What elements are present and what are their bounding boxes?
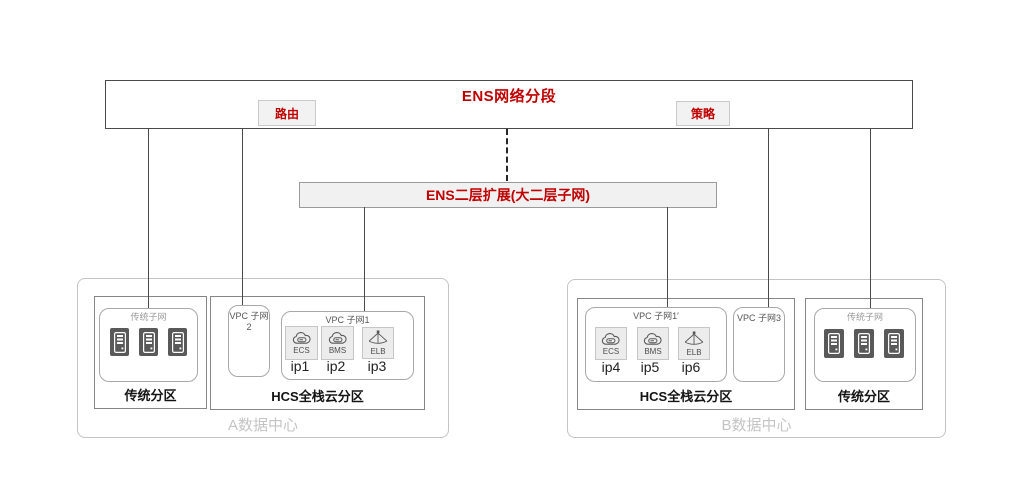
bms-tile-label: BMS bbox=[644, 346, 662, 356]
elb-node-tile: ELB bbox=[362, 327, 394, 359]
vpc-subnet-1-label: VPC 子网1 bbox=[325, 315, 370, 325]
connector-segment-to-l2-extension-dashed bbox=[506, 129, 508, 181]
hcs-partition-b-label: HCS全栈云分区 bbox=[639, 389, 733, 404]
ip-label: ip6 bbox=[681, 359, 701, 375]
bms-node-tile: BMS bbox=[321, 326, 354, 360]
load-balancer-icon bbox=[368, 330, 388, 344]
elb-tile-label: ELB bbox=[686, 347, 702, 357]
server-icon bbox=[884, 329, 904, 358]
elb-node-tile: ELB bbox=[678, 327, 710, 360]
bms-node-tile: BMS bbox=[637, 327, 669, 360]
connector-segment-to-trad-subnet-a bbox=[148, 128, 149, 308]
traditional-subnet-a: 传统子网 bbox=[99, 308, 198, 382]
traditional-partition-a-label: 传统分区 bbox=[124, 388, 177, 403]
cloud-server-icon bbox=[328, 332, 347, 344]
connector-l2-to-vpc-subnet-1 bbox=[364, 207, 365, 311]
ens-l2-extension-box: ENS二层扩展(大二层子网) bbox=[299, 182, 717, 208]
hcs-partition-a-label: HCS全栈云分区 bbox=[271, 389, 364, 404]
server-icon bbox=[139, 328, 158, 356]
traditional-subnet-a-label: 传统子网 bbox=[130, 312, 167, 322]
ens-l2-extension-title: ENS二层扩展(大二层子网) bbox=[425, 187, 591, 203]
ip-label: ip3 bbox=[367, 358, 387, 374]
elb-tile-label: ELB bbox=[370, 347, 386, 356]
ip-label: ip4 bbox=[601, 359, 621, 375]
cloud-server-icon bbox=[643, 332, 662, 345]
ip-label: ip5 bbox=[640, 359, 660, 375]
cloud-server-icon bbox=[292, 332, 311, 344]
bms-tile-label: BMS bbox=[328, 346, 347, 355]
server-icon bbox=[168, 328, 187, 356]
datacenter-b-label: B数据中心 bbox=[721, 417, 792, 434]
load-balancer-icon bbox=[684, 330, 704, 345]
ecs-node-tile: ECS bbox=[595, 327, 627, 360]
ens-network-segment-box: ENS网络分段 路由 策略 bbox=[105, 80, 913, 129]
vpc-subnet-2-box: VPC 子网2 bbox=[228, 305, 270, 377]
datacenter-a-label: A数据中心 bbox=[227, 417, 298, 434]
ip-label: ip2 bbox=[326, 358, 346, 374]
server-icon bbox=[854, 329, 874, 358]
vpc-subnet-3-box: VPC 子网3 bbox=[733, 307, 785, 382]
connector-segment-to-vpc-subnet-3 bbox=[768, 128, 769, 307]
connector-segment-to-vpc-subnet-2 bbox=[242, 128, 243, 305]
traditional-subnet-b-label: 传统子网 bbox=[846, 312, 883, 322]
ip-label: ip1 bbox=[290, 358, 310, 374]
policy-button[interactable]: 策略 bbox=[676, 101, 730, 126]
ens-network-segment-title: ENS网络分段 bbox=[461, 88, 557, 105]
vpc-subnet-2-label: VPC 子网2 bbox=[229, 311, 269, 332]
cloud-server-icon bbox=[601, 332, 620, 345]
connector-segment-to-trad-subnet-b bbox=[870, 128, 871, 308]
server-icon bbox=[824, 329, 844, 358]
traditional-partition-b-label: 传统分区 bbox=[837, 389, 890, 404]
ecs-node-tile: ECS bbox=[285, 326, 318, 360]
server-icon bbox=[110, 328, 129, 356]
vpc-subnet-1-prime-label: VPC 子网1′ bbox=[633, 311, 679, 321]
ecs-tile-label: ECS bbox=[602, 346, 620, 356]
route-button[interactable]: 路由 bbox=[258, 100, 316, 126]
vpc-subnet-3-label: VPC 子网3 bbox=[736, 313, 781, 323]
connector-l2-to-vpc-subnet-1-prime bbox=[667, 207, 668, 307]
ecs-tile-label: ECS bbox=[293, 346, 310, 355]
traditional-subnet-b: 传统子网 bbox=[814, 308, 916, 382]
